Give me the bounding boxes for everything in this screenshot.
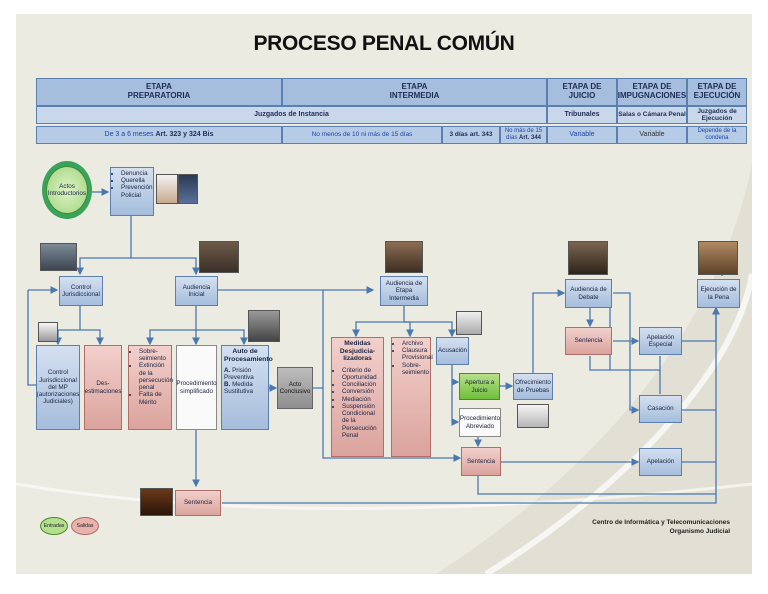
audiencia-inicial: Audiencia Inicial [175,276,218,306]
plazo-15-dias: No más de 15 días Art. 344 [500,126,547,144]
sobreseimiento-list: Sobre-seimiento Extinción de la persecuc… [128,345,173,430]
auto-de-procesamiento: Auto de Procesamiento A. Prisión Prevent… [221,345,273,430]
photo-gavel [38,322,58,342]
photo-judge-desk [140,488,173,516]
sentencia-simplificado: Sentencia [175,490,221,516]
audiencia-etapa-intermedia: Audiencia de Etapa Intermedia [380,276,428,306]
photo-woman [156,174,178,204]
plazo-impugnaciones: Variable [617,126,687,144]
credits-line1: Centro de Informática y Telecomunicacion… [592,519,730,526]
list-item: Archivo [402,340,433,347]
list-item: Mediación [342,396,381,403]
list-item: Sobre-seimiento [139,348,173,362]
auto-option-b: B. Medida Sustitutiva [224,381,254,396]
organo-salas: Salas o Cámara Penal [617,106,687,124]
plazo-preparatoria: De 3 a 6 meses Art. 323 y 324 Bis [36,126,282,144]
plazo-ejecucion: Depende de la condena [687,126,747,144]
list-item: Querella [121,177,153,184]
ofrecimiento-de-pruebas: Ofrecimiento de Pruebas [513,373,553,400]
procedimiento-abreviado: Procedimiento Abreviado [459,408,501,437]
list-item: Extinción de la persecución penal [139,362,173,391]
list-item: Conversión [342,388,381,395]
photo-hearing [385,241,423,273]
list-item: Conciliación [342,381,381,388]
credits: Centro de Informática y Telecomunicacion… [592,519,730,537]
plazo-3-dias: 3 días art. 343 [442,126,500,144]
legend-entradas: Entradas [40,517,68,535]
photo-courtroom [199,241,239,273]
photo-gavel-2 [456,311,482,335]
plazo-intermedia: No menos de 10 ni más de 15 días [282,126,442,144]
desestimaciones: Des-estimaciones [84,345,122,430]
archivo-list: Archivo Clausura Provisional Sobre-seimi… [391,337,433,457]
audiencia-de-debate: Audiencia de Debate [565,279,612,308]
control-jurisdiccional-mp: Control Jurisdiccional del MP (autorizac… [36,345,80,430]
apelacion-especial: Apelación Especial [639,327,682,355]
legend-salidas: Salidas [71,517,99,535]
ejecucion-de-la-pena: Ejecución de la Pena [697,279,740,308]
auto-title: Auto de Procesamiento [224,348,273,363]
medidas-desjudicializadoras: Medidas Desjudicia-lizadoras Criterio de… [331,337,384,457]
photo-arrest [40,243,77,271]
acto-conclusivo: Acto Conclusivo [277,367,313,409]
casacion: Casación [639,395,682,423]
photo-police [178,174,198,204]
sentencia-abreviado: Sentencia [461,447,501,476]
apertura-a-juicio: Apertura a Juicio [459,373,500,400]
medidas-title: Medidas Desjudicia-lizadoras [339,340,376,363]
control-jurisdiccional: Control Jurisdiccional [59,276,103,306]
acusacion: Acusación [436,337,469,365]
organo-tribunales: Tribunales [547,106,617,124]
list-item: Suspensión Condicional de la Persecución… [342,403,381,439]
sentencia-juicio: Sentencia [565,327,612,355]
list-item: Prevención Policial [121,184,153,198]
procedimiento-simplificado: Procedimiento simplificado [176,345,217,430]
list-item: Clausura Provisional [402,347,433,361]
photo-documents [517,404,549,428]
list-item: Denuncia [121,170,153,177]
auto-option-a: A. Prisión Preventiva [224,366,254,381]
actos-introductorios: Actos Introductorios [46,166,88,214]
organo-ejecucion: Juzgados de Ejecución [687,106,747,124]
denuncia-list: Denuncia Querella Prevención Policial [110,167,154,216]
page-title: PROCESO PENAL COMÚN [253,32,515,55]
photo-detainees [248,310,280,342]
list-item: Falta de Mérito [139,391,173,405]
plazo-juicio: Variable [547,126,617,144]
list-item: Sobre-seimiento [402,362,433,376]
photo-tribunal [568,241,608,275]
apelacion: Apelación [639,448,682,476]
list-item: Criterio de Oportunidad [342,367,381,381]
organo-juzgados: Juzgados de Instancia [36,106,547,124]
photo-library [698,241,738,275]
credits-line2: Organismo Judicial [669,527,730,535]
